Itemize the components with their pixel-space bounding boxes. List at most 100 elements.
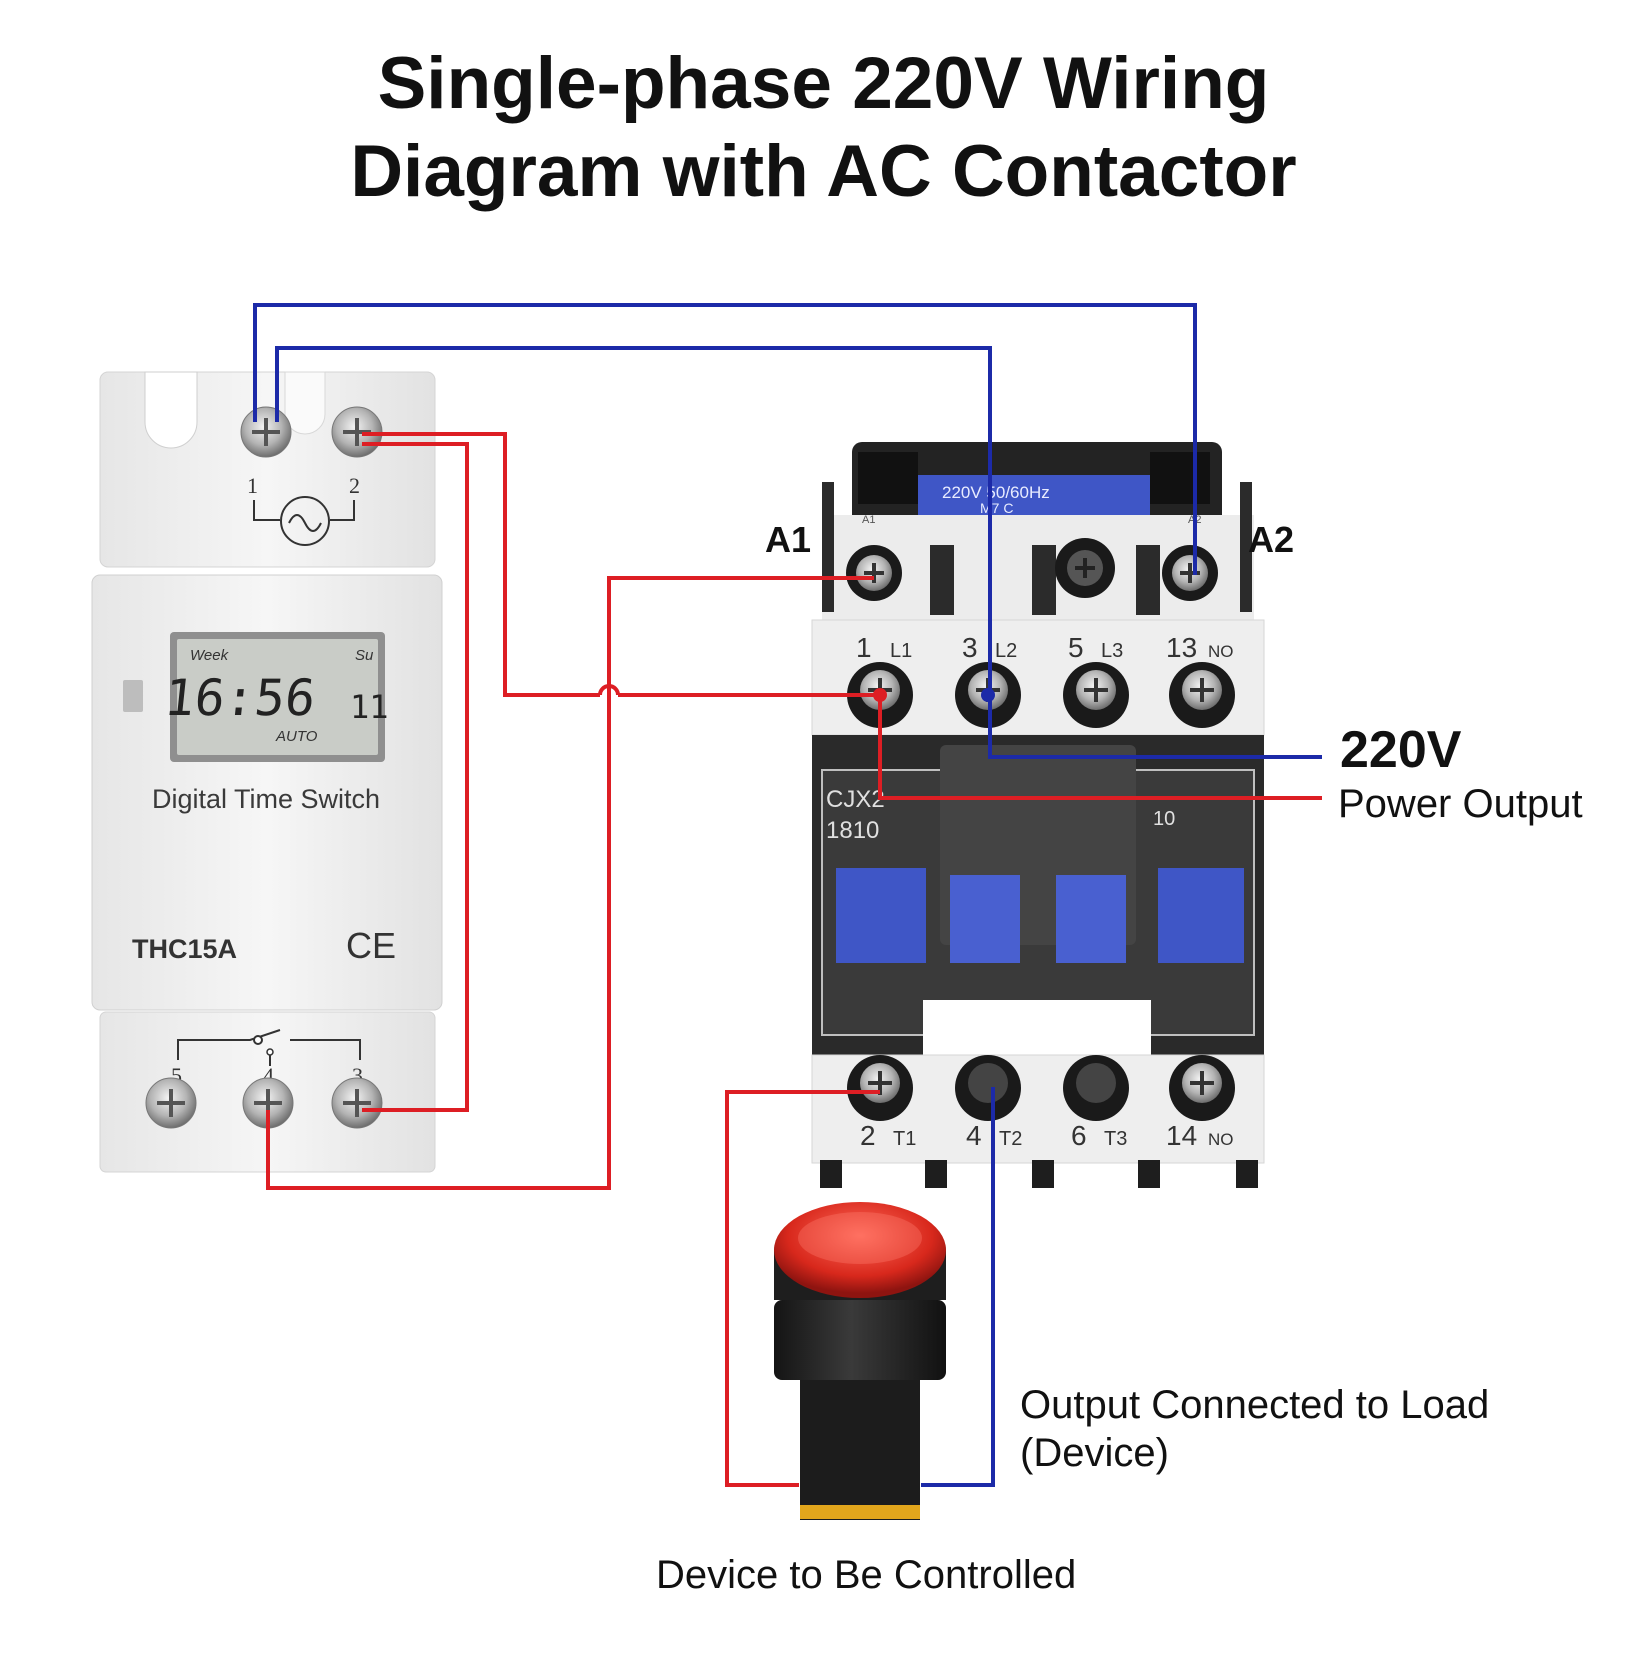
title-line-1: Single-phase 220V Wiring <box>377 43 1270 124</box>
load-output-line2: (Device) <box>1020 1431 1169 1475</box>
title-line-2: Diagram with AC Contactor <box>350 131 1297 212</box>
contactor-top-terminal-labels: 1 L1 3 L2 5 L3 13 NO <box>856 632 1234 663</box>
lamp-lens-highlight <box>798 1212 922 1264</box>
contactor-aux-marking: 10 <box>1153 808 1175 830</box>
neutral-wires <box>253 303 1322 1487</box>
lcd-day-label: Week <box>190 647 230 664</box>
terminal-4-num: 4 <box>966 1120 982 1151</box>
terminal-1-num: 1 <box>856 632 872 663</box>
sine-wave-icon <box>288 514 322 532</box>
terminal-4-sub: T2 <box>999 1128 1022 1150</box>
terminal-3-sub: L2 <box>995 640 1017 662</box>
lamp-lens <box>774 1202 946 1298</box>
lamp-bezel <box>774 1300 946 1380</box>
contactor-blue-pad <box>1158 868 1244 963</box>
contactor-foot <box>925 1160 947 1188</box>
terminal-2-num: 2 <box>860 1120 876 1151</box>
contactor-divider <box>930 545 954 615</box>
screw-slot <box>1190 678 1214 702</box>
contactor-foot <box>1236 1160 1258 1188</box>
timer-model: THC15A <box>132 934 237 964</box>
lcd-screen <box>177 639 378 755</box>
timer-bottom-terminal-4: 4 <box>263 1063 274 1088</box>
ce-mark: CE <box>346 925 396 966</box>
contactor-rating-line1: 220V 50/60Hz <box>942 483 1050 502</box>
lcd-mode: AUTO <box>275 728 318 745</box>
relay-contact-pivot <box>253 1035 263 1045</box>
contactor-blue-pad <box>1056 875 1126 963</box>
terminal-2-sub: T1 <box>893 1128 916 1150</box>
contactor-foot <box>820 1160 842 1188</box>
terminal-14-sub: NO <box>1208 1130 1234 1149</box>
timer-mount-notch <box>144 371 198 449</box>
timer-top-terminal-1: 1 <box>247 473 258 498</box>
timer-bottom-terminal-3: 3 <box>352 1063 363 1088</box>
contactor-rating-label <box>918 475 1150 515</box>
pilot-lamp-device <box>774 1202 946 1520</box>
screw-icon <box>1076 1063 1116 1103</box>
ac-contactor: 220V 50/60Hz M7 C A1 A2 <box>811 442 1265 1188</box>
power-output-label: Power Output <box>1338 782 1583 826</box>
device-label: Device to Be Controlled <box>656 1553 1077 1597</box>
contactor-model-line1: CJX2 <box>826 786 885 813</box>
relay-contact-symbol <box>177 1029 361 1060</box>
screw-slot <box>343 1089 371 1117</box>
timer-mount-notch-2 <box>284 371 326 435</box>
timer-name: Digital Time Switch <box>152 784 380 814</box>
screw-slot <box>252 418 280 446</box>
coil-a1-label: A1 <box>765 519 811 560</box>
lamp-rear-body <box>800 1370 920 1520</box>
live-wire-timer4-to-a1 <box>266 576 874 1190</box>
live-wires <box>266 432 1322 1487</box>
contactor-side-rib <box>1240 482 1252 612</box>
live-wire-timer2-to-timer3 <box>362 442 469 1112</box>
terminal-6-num: 6 <box>1071 1120 1087 1151</box>
contactor-model-line2: 1810 <box>826 817 879 844</box>
screw-slot <box>1190 1071 1214 1095</box>
contactor-top-slot <box>858 452 918 504</box>
voltage-label: 220V <box>1340 721 1462 779</box>
terminal-6-sub: T3 <box>1104 1128 1127 1150</box>
lamp-terminal-strip <box>800 1505 920 1519</box>
timer-bottom-terminal-5: 5 <box>171 1063 182 1088</box>
load-output-line1: Output Connected to Load <box>1020 1383 1490 1427</box>
contactor-divider <box>1032 545 1056 615</box>
screw-slot <box>1075 558 1095 578</box>
terminal-5-sub: L3 <box>1101 640 1123 662</box>
contactor-blue-pad <box>950 875 1020 963</box>
live-wire-timer2-to-l1 <box>362 432 600 697</box>
neutral-wire-t2-to-lamp <box>921 1087 995 1487</box>
contactor-foot <box>1032 1160 1054 1188</box>
diagram-title: Single-phase 220V Wiring Diagram with AC… <box>0 40 1647 216</box>
contactor-divider <box>1136 545 1160 615</box>
lcd-seconds: 11 <box>350 688 389 726</box>
lcd-day-right: Su <box>355 647 374 664</box>
relay-contact-nc-dot <box>266 1048 274 1056</box>
neutral-wire-timer1-to-a2 <box>253 303 1197 575</box>
neutral-wire-timer1-to-l2 <box>275 346 1322 759</box>
neutral-junction-dot <box>981 688 995 702</box>
digital-time-switch: Week Su 16:56 11 AUTO Digital Time Switc… <box>91 371 443 1173</box>
live-junction-dot <box>873 688 887 702</box>
screw-slot <box>1084 678 1108 702</box>
terminal-13-sub: NO <box>1208 642 1234 661</box>
coil-a2-label: A2 <box>1248 519 1294 560</box>
screw-icon <box>968 1063 1008 1103</box>
live-wire-l1-output <box>618 693 1322 800</box>
screw-slot <box>157 1089 185 1117</box>
timer-indicator-led <box>123 680 143 712</box>
contactor-foot <box>1138 1160 1160 1188</box>
terminal-5-num: 5 <box>1068 632 1084 663</box>
terminal-3-num: 3 <box>962 632 978 663</box>
timer-top-terminal-2: 2 <box>349 473 360 498</box>
terminal-14-num: 14 <box>1166 1120 1197 1151</box>
contactor-bottom-terminal-labels: 2 T1 4 T2 6 T3 14 NO <box>860 1120 1234 1151</box>
ac-source-symbol <box>280 496 330 546</box>
lcd-time: 16:56 <box>162 668 319 727</box>
terminal-1-sub: L1 <box>890 640 912 662</box>
contactor-side-rib <box>822 482 834 612</box>
contactor-top-slot <box>1150 452 1210 504</box>
contactor-blue-pad <box>836 868 926 963</box>
